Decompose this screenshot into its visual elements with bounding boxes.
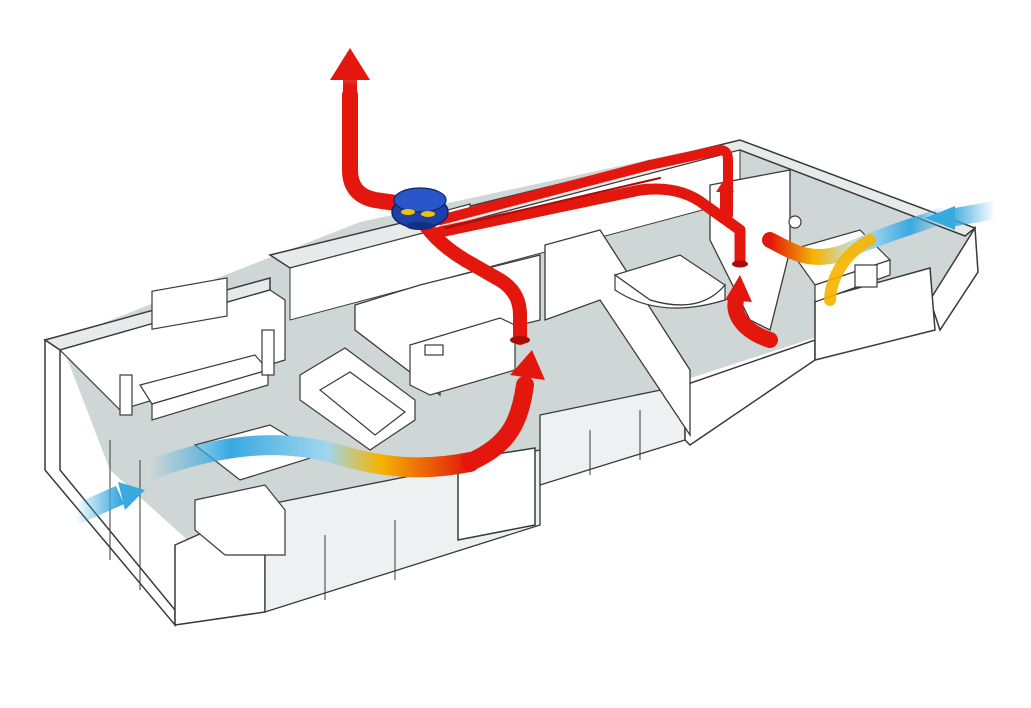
exhaust-duct xyxy=(342,87,418,213)
tv-screen xyxy=(151,277,228,330)
wall-bedroom-front xyxy=(684,338,816,446)
living-room-furniture xyxy=(119,277,416,556)
kitchen-extract-grille xyxy=(510,336,530,344)
ventilation-unit-icon xyxy=(391,187,449,230)
lamp xyxy=(788,215,802,229)
wall-back-left-face xyxy=(58,289,286,411)
partition-bathroom xyxy=(544,229,691,438)
extract-arrow-living xyxy=(461,350,545,471)
speaker-right xyxy=(261,329,275,376)
bathroom-extract-grille xyxy=(732,260,748,268)
kitchen-sink xyxy=(424,344,444,356)
exhaust-arrow-icon xyxy=(330,48,370,100)
duct-kitchen xyxy=(418,218,527,345)
speaker-left xyxy=(119,374,133,416)
sofa-left-base xyxy=(151,369,269,421)
extract-arrow-bathroom xyxy=(725,275,778,348)
duct-network xyxy=(342,87,748,345)
sofa-center-seat xyxy=(318,371,407,436)
duct-bathroom xyxy=(434,183,746,268)
wall-front-pier xyxy=(457,447,536,541)
armchair xyxy=(194,484,286,556)
wall-right-end xyxy=(929,225,979,332)
duct-far-room-second xyxy=(444,177,661,229)
fresh-air-flow-left xyxy=(140,435,480,480)
bedside-table xyxy=(854,264,878,288)
fresh-air-inlet-arrow-icon xyxy=(70,482,145,525)
duct-far-room xyxy=(435,145,733,225)
fresh-air-flow-right-branch xyxy=(824,234,876,306)
wall-right-front xyxy=(814,267,936,361)
fresh-air-inlet-arrow-icon-right xyxy=(925,201,997,230)
